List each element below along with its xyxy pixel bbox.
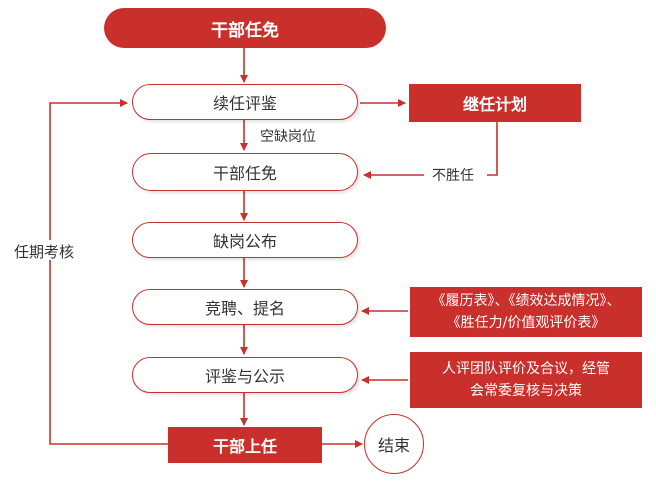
competition-nomination-node: 竞聘、提名 bbox=[132, 289, 358, 325]
term-assessment-loop-top bbox=[49, 99, 128, 240]
documents-box: 《履历表》、《绩效达成情况》、 《胜任力/价值观评价表》 bbox=[410, 287, 642, 337]
arrow-succession-to-appointment bbox=[487, 122, 498, 176]
renewal-review-node: 续任评鉴 bbox=[132, 84, 358, 120]
decision-box: 人评团队评价及合议，经管 会常委复核与决策 bbox=[410, 352, 642, 408]
term-assessment-loop bbox=[49, 260, 168, 445]
cadre-appointment-node: 干部任免 bbox=[132, 153, 358, 191]
end-node: 结束 bbox=[364, 414, 424, 474]
cadre-onboard-node: 干部上任 bbox=[168, 427, 322, 463]
succession-plan-node: 继任计划 bbox=[409, 84, 581, 122]
review-publicity-node: 评鉴与公示 bbox=[132, 357, 358, 393]
vacancy-label: 空缺岗位 bbox=[260, 129, 316, 145]
unqualified-label: 不胜任 bbox=[432, 168, 474, 184]
top-cadre-appointment: 干部任免 bbox=[104, 8, 386, 48]
term-assessment-label: 任期考核 bbox=[14, 243, 75, 261]
vacancy-announcement-node: 缺岗公布 bbox=[132, 222, 358, 258]
